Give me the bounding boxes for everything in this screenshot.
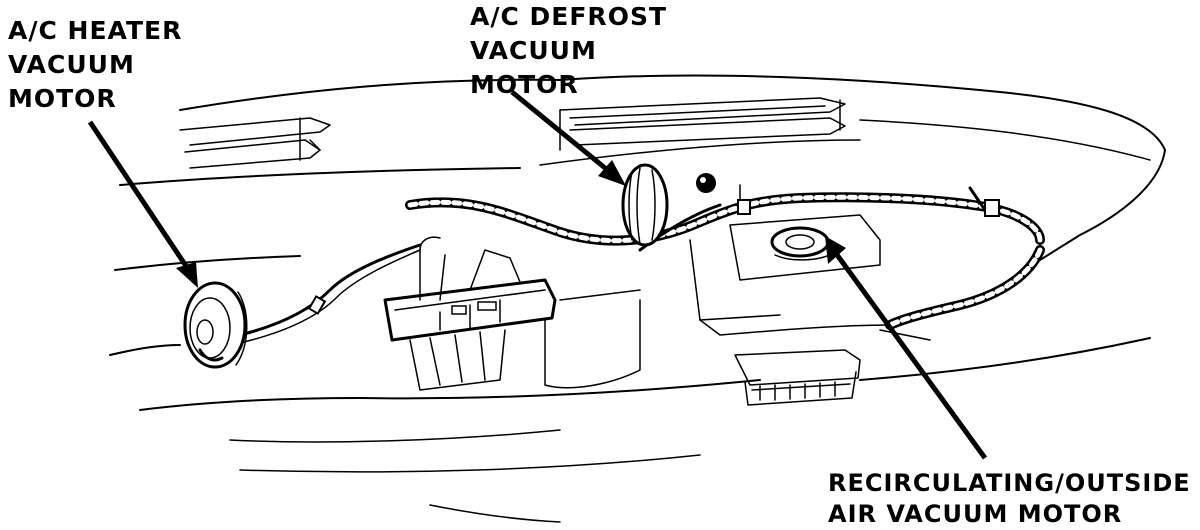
- callout-defrost-vacuum-motor: A/C DEFROST VACUUM MOTOR: [470, 0, 667, 102]
- defrost-vacuum-motor: [621, 163, 716, 247]
- vacuum-hose-lower: [885, 245, 1045, 330]
- callout-defrost-line-3: MOTOR: [470, 70, 579, 99]
- leader-defrost: [510, 90, 626, 186]
- callout-defrost-line-1: A/C DEFROST: [470, 2, 667, 31]
- lower-vent: [734, 349, 861, 406]
- control-head: [383, 236, 557, 391]
- dashboard-outline: [109, 74, 1166, 523]
- center-defrost-vent: [559, 97, 846, 151]
- recirc-air-vacuum-motor: [729, 186, 1000, 281]
- heater-case: [544, 239, 931, 389]
- leader-heater: [87, 120, 198, 288]
- vacuum-hose-upper: [405, 192, 1045, 246]
- callout-recirc-line-2: AIR VACUUM MOTOR: [828, 500, 1123, 528]
- callout-heater-line-1: A/C HEATER: [8, 16, 183, 45]
- vacuum-line-heater: [238, 243, 422, 343]
- callout-recirc-line-1: RECIRCULATING/OUTSIDE: [828, 469, 1191, 497]
- callout-recirc-air-vacuum-motor: RECIRCULATING/OUTSIDE AIR VACUUM MOTOR: [828, 468, 1191, 530]
- callout-heater-line-2: VACUUM: [8, 50, 135, 79]
- callout-defrost-line-2: VACUUM: [470, 36, 597, 65]
- leader-recirc: [825, 236, 988, 460]
- left-defrost-vent: [179, 117, 331, 169]
- callout-heater-line-3: MOTOR: [8, 84, 117, 113]
- heater-vacuum-motor: [183, 281, 248, 369]
- callout-heater-vacuum-motor: A/C HEATER VACUUM MOTOR: [8, 14, 182, 116]
